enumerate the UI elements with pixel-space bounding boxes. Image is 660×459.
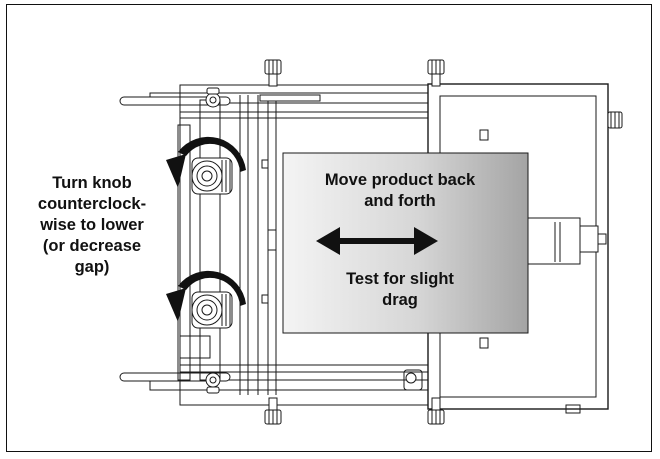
lower-adjustment-knob xyxy=(191,291,233,329)
move-product-note: Move product back and forth xyxy=(300,170,500,212)
top-knobs xyxy=(264,59,445,425)
test-drag-note: Test for slight drag xyxy=(300,269,500,311)
note-line: Move product back xyxy=(324,171,476,189)
instruction-line: Turn knob xyxy=(52,174,132,192)
small-levers xyxy=(205,87,417,394)
note-line: Test for slight xyxy=(346,270,454,288)
back-and-forth-arrow xyxy=(316,227,438,255)
instruction-line: counterclock- xyxy=(37,195,147,213)
instruction-line: wise to lower xyxy=(40,216,144,234)
turn-knob-instruction: Turn knob counterclock- wise to lower (o… xyxy=(22,173,162,278)
note-line: and forth xyxy=(364,192,436,210)
instruction-line: (or decrease xyxy=(42,237,142,255)
upper-adjustment-knob xyxy=(191,157,233,195)
instruction-line: gap) xyxy=(74,258,110,276)
note-line: drag xyxy=(382,291,418,309)
upper-rotation-arrow xyxy=(166,136,246,188)
lower-rotation-arrow xyxy=(166,270,246,322)
